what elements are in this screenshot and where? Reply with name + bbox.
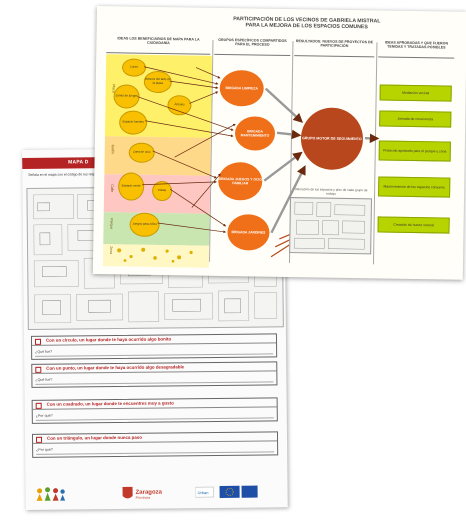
question-title: Con un círculo, un lugar donde te haya o… [31,334,277,346]
question-triangle: Con un triángulo, un lugar donde nunca p… [31,431,279,458]
worksheet-footer: Zaragoza Provincia Urban [25,480,287,505]
zaragoza-logo-icon: Zaragoza Provincia [122,486,163,500]
question-title: Con un triángulo, un lugar donde nunca p… [32,432,278,444]
outcome-box: Mantenimiento de los espacios comunes [378,176,451,198]
eu-funding-logo-icon: Urban [195,485,258,498]
question-title: Con un cuadrado, un lugar donde te encue… [32,398,277,410]
figures-logo-icon [36,487,66,501]
answer-field[interactable]: ¿Por qué? [36,443,275,455]
svg-text:Urban: Urban [198,490,209,495]
answer-field[interactable]: ¿Por qué? [35,409,274,421]
outcome-box: Jornada de convivencia [379,110,452,128]
flow-arrows [137,66,380,258]
answer-field[interactable]: ¿Qué fue? [35,373,274,385]
triangle-marker-icon [35,436,43,443]
question-point: Con un punto, un lugar donde te haya ocu… [31,361,278,388]
svg-text:Zaragoza: Zaragoza [136,490,163,496]
square-marker-icon [35,402,42,409]
question-title: Con un punto, un lugar donde te haya ocu… [32,362,277,374]
svg-text:Provincia: Provincia [136,496,150,500]
mini-map-drawing [293,201,366,250]
answer-field[interactable]: ¿Qué fue? [35,345,274,357]
participation-poster: PARTICIPACIÓN DE LOS VECINOS DE GABRIELA… [92,6,466,280]
circle-marker-icon [34,338,42,345]
outcome-box: Protocolo aprobado para el parque y zona [378,140,451,162]
question-square: Con un cuadrado, un lugar donde te encue… [31,397,278,424]
scattered-dots [117,247,193,263]
mini-map [289,197,373,255]
mini-map-caption: Valoración de los espacios y plan de cad… [294,187,368,196]
question-circle: Con un círculo, un lugar donde te haya o… [30,333,278,360]
point-marker-icon [35,366,42,373]
outcome-box: Mediación vecinal [379,84,452,102]
outcome-box: Creación de huerto vecinal [377,216,450,234]
